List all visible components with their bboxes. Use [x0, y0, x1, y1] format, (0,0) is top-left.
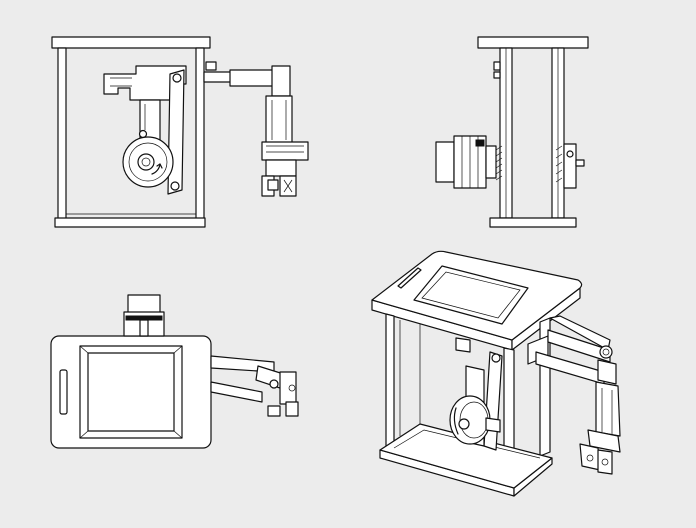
front-gripper — [265, 159, 297, 177]
top-slot — [59, 369, 68, 415]
top-gripper — [279, 371, 297, 405]
top-opening-inner — [87, 352, 175, 432]
side-top-plate — [477, 36, 589, 49]
front-top-plate — [51, 36, 211, 49]
side-base — [489, 217, 577, 228]
iso-top-slot — [397, 267, 422, 289]
iso-drive-wheel — [449, 395, 491, 445]
front-wrist-actuator — [265, 95, 293, 145]
front-view — [51, 36, 309, 228]
iso-wrist-actuator — [595, 381, 621, 437]
iso-top-opening — [413, 265, 529, 325]
front-right-post — [195, 47, 205, 221]
side-view — [435, 36, 589, 228]
iso-gripper-left — [579, 443, 601, 471]
iso-gripper-right — [597, 449, 613, 475]
top-arm-lower — [210, 381, 263, 403]
iso-arm-upper — [547, 329, 611, 363]
iso-post-left — [385, 313, 395, 457]
front-link-arm — [167, 69, 185, 195]
front-base — [54, 217, 206, 228]
iso-base-top — [379, 423, 553, 489]
front-left-post — [57, 47, 67, 221]
top-view — [50, 294, 299, 449]
isometric-view — [371, 250, 621, 497]
top-motor-endcap — [127, 294, 161, 314]
side-motor-endcap — [435, 141, 455, 183]
